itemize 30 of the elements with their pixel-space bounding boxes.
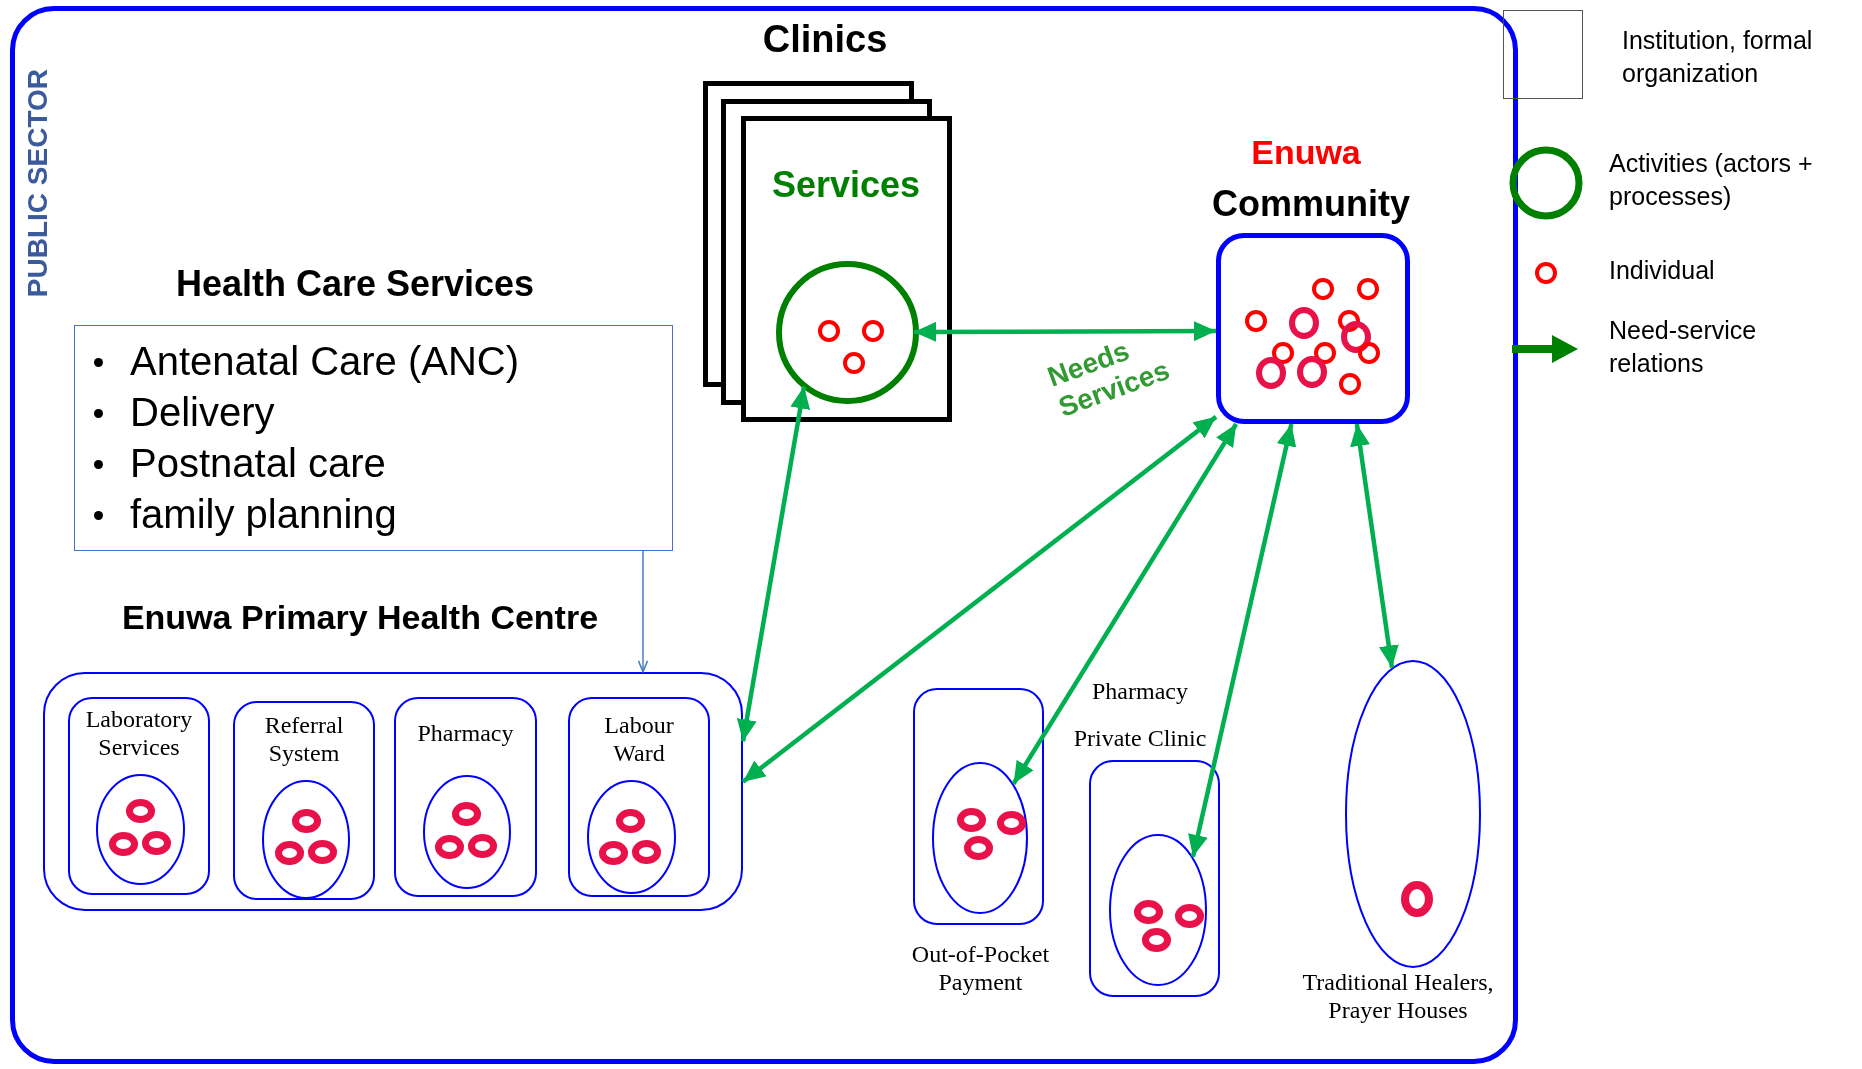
arrow (637, 550, 649, 673)
list-item: Postnatal care (130, 440, 386, 486)
arrow (914, 321, 1216, 342)
box-label: Referral System (263, 712, 345, 768)
box-label: Out-of-Pocket Payment (910, 941, 1051, 997)
arrow (736, 386, 811, 742)
legend-label: Individual (1609, 255, 1716, 286)
list-item: Antenatal Care (ANC) (130, 338, 520, 384)
section-title: Clinics (761, 18, 889, 62)
box-title: Services (770, 164, 922, 206)
arrow (1188, 423, 1297, 858)
section-title: Community (1211, 183, 1411, 225)
section-title: Enuwa Primary Health Centre (120, 598, 600, 638)
list-item: family planning (130, 491, 397, 537)
legend-label: Activities (actors + processes) (1609, 148, 1814, 212)
box-label: Private Clinic (1072, 725, 1208, 753)
legend-label: Need-service relations (1609, 315, 1758, 379)
legend-label: Institution, formal organization (1622, 25, 1814, 89)
box-label: Pharmacy (416, 720, 515, 748)
list-item: Delivery (130, 389, 275, 435)
box-label: Pharmacy (1091, 678, 1189, 706)
sector-label: PUBLIC SECTOR (21, 68, 54, 300)
box-label: Laboratory Services (84, 706, 194, 762)
box-label: Labour Ward (603, 712, 675, 768)
arrow (1350, 423, 1399, 668)
place-name: Enuwa (1250, 133, 1362, 173)
arrow (741, 415, 1218, 784)
arrow (1011, 422, 1239, 785)
box-label: Traditional Healers, Prayer Houses (1301, 969, 1495, 1025)
section-title: Health Care Services (174, 263, 536, 305)
